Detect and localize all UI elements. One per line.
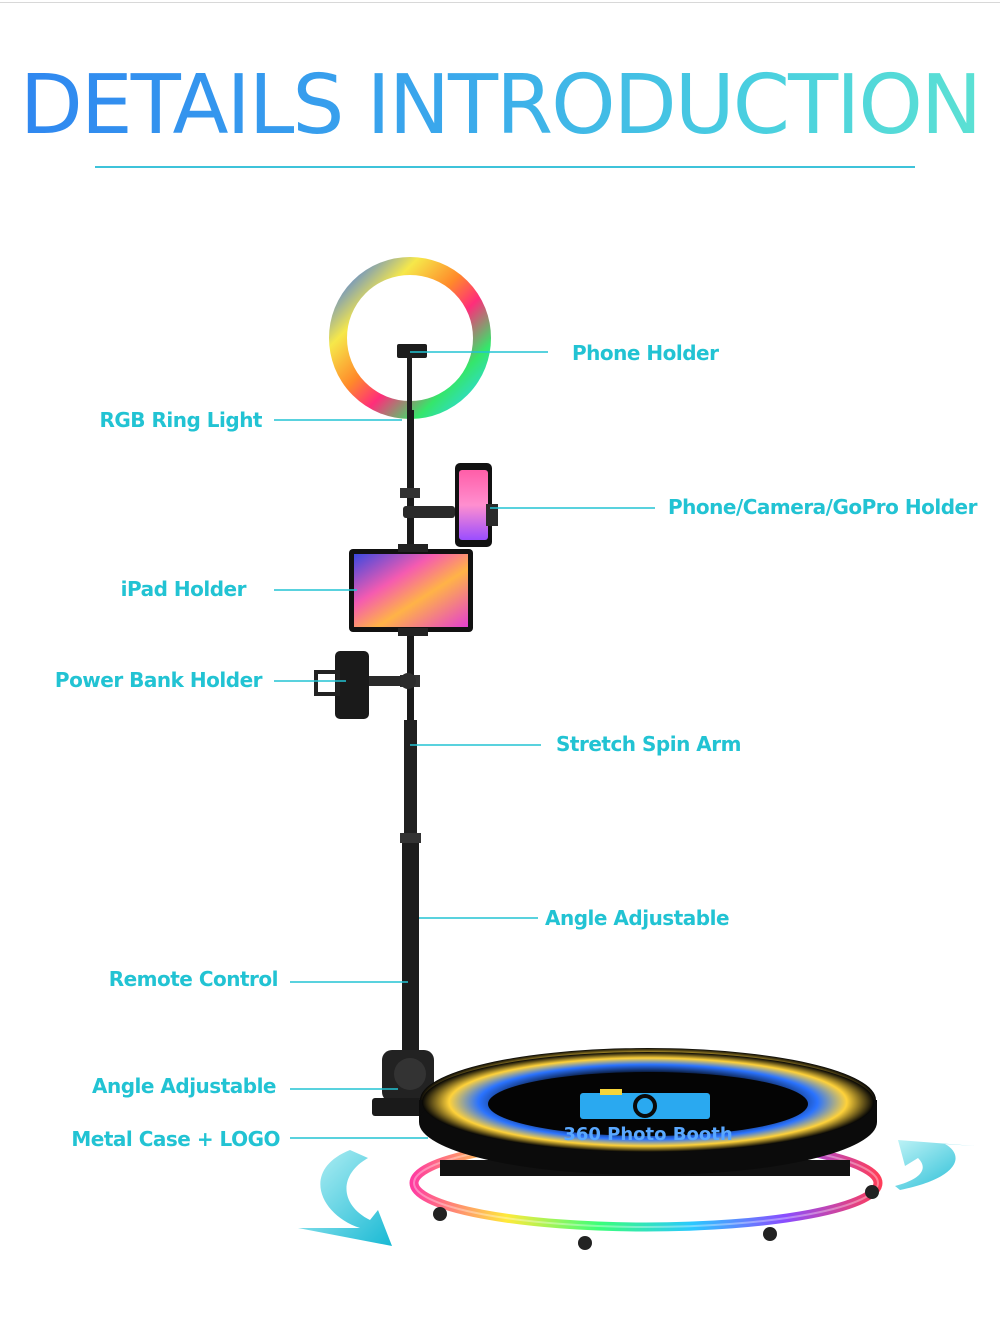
label-rgb-ring-light: RGB Ring Light [99, 408, 262, 432]
leader-lines [274, 351, 655, 1139]
power-bank-icon [314, 651, 416, 719]
spin-platform: 360 Photo Booth [409, 1048, 883, 1250]
label-metal-case-logo: Metal Case + LOGO [71, 1127, 280, 1151]
label-phone-holder: Phone Holder [572, 341, 719, 365]
label-power-bank-holder: Power Bank Holder [54, 668, 263, 692]
phone-clamp-icon [397, 344, 427, 358]
label-stretch-spin-arm: Stretch Spin Arm [556, 732, 741, 756]
ipad-icon [349, 544, 473, 636]
label-remote-control: Remote Control [108, 967, 279, 991]
label-ipad-holder: iPad Holder [120, 577, 247, 601]
rotation-arrow-left-icon [298, 1150, 392, 1246]
phone-holder-icon [403, 463, 498, 547]
top-border [0, 2, 1000, 3]
title-underline [95, 166, 915, 168]
page-title: DETAILS INTRODUCTION [0, 58, 1000, 153]
label-angle-adjustable-upper: Angle Adjustable [545, 906, 730, 930]
label-phone-camera-gopro-holder: Phone/Camera/GoPro Holder [668, 495, 977, 519]
rotation-arrow-right-icon [895, 1140, 975, 1190]
label-angle-adjustable-lower: Angle Adjustable [91, 1074, 277, 1098]
booth-logo-text: 360 Photo Booth [563, 1124, 732, 1145]
